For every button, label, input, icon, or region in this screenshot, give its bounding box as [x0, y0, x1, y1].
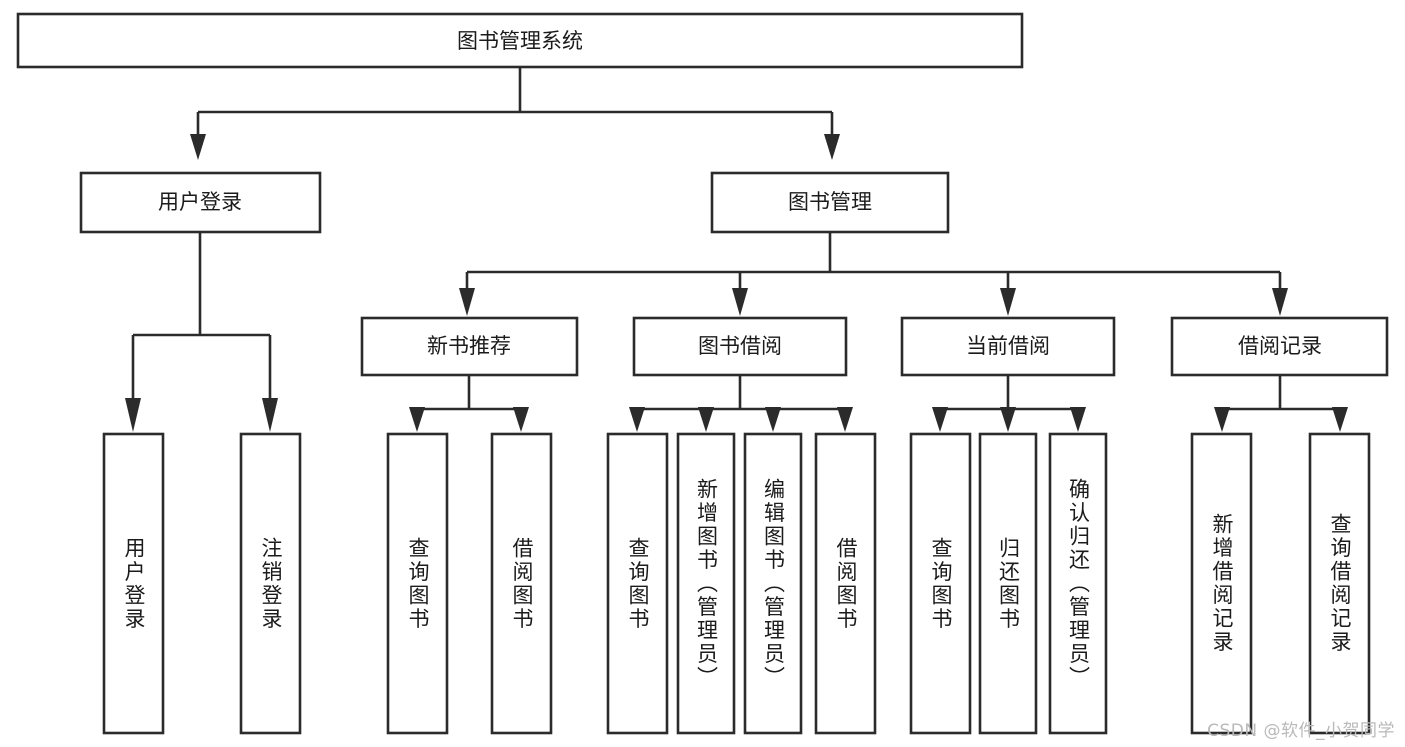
arrow-icon-leaf-user-login: [125, 398, 141, 432]
leaf-box-bookborrow-add[interactable]: [676, 432, 736, 735]
node-borrow-record[interactable]: 借阅记录: [1170, 316, 1389, 377]
node-user-login-box[interactable]: [79, 171, 322, 234]
leaf-box-record-query[interactable]: [1308, 432, 1371, 735]
node-current-borrow-box[interactable]: [900, 316, 1116, 377]
node-book-borrow-label: 图书借阅: [698, 334, 782, 358]
watermark-text: CSDN @软件_小贺同学: [1207, 721, 1395, 741]
leaf-box-currentborrow-return[interactable]: [978, 432, 1038, 735]
node-borrow-record-box[interactable]: [1170, 316, 1389, 377]
node-book-manage-label: 图书管理: [788, 190, 872, 214]
leaf-box-bookborrow-edit[interactable]: [743, 432, 803, 735]
leaf-boxes: [102, 432, 1371, 735]
connector-bookmanage-to-level2: [459, 232, 1288, 316]
leaf-box-user-login[interactable]: [102, 432, 165, 735]
connector-bookborrow-to-leaves: [629, 375, 853, 432]
node-book-manage-box[interactable]: [710, 171, 950, 234]
node-book-borrow-box[interactable]: [632, 316, 848, 377]
arrow-icon-bookborrow-leaf-1: [629, 407, 645, 432]
node-current-borrow[interactable]: 当前借阅: [900, 316, 1116, 377]
leaf-box-record-add[interactable]: [1190, 432, 1253, 735]
arrow-icon-newbook-leaf-2: [513, 407, 529, 432]
arrow-icon-bookborrow-leaf-4: [837, 407, 853, 432]
arrow-icon-to-new-book: [459, 288, 475, 316]
arrow-icon-currentborrow-leaf-1: [932, 407, 948, 432]
leaf-box-currentborrow-confirm[interactable]: [1048, 432, 1108, 735]
arrow-icon-bookborrow-leaf-2: [698, 407, 714, 432]
arrow-icon-borrowrecord-leaf-2: [1332, 407, 1348, 432]
leaf-box-bookborrow-borrow[interactable]: [814, 432, 877, 735]
leaf-box-logout[interactable]: [239, 432, 302, 735]
arrow-icon-borrowrecord-leaf-1: [1214, 407, 1230, 432]
node-book-borrow[interactable]: 图书借阅: [632, 316, 848, 377]
node-borrow-record-label: 借阅记录: [1238, 334, 1322, 358]
connector-currentborrow-to-leaves: [932, 375, 1086, 432]
arrow-icon-newbook-leaf-1: [409, 407, 425, 432]
node-root[interactable]: 图书管理系统: [16, 12, 1024, 69]
node-new-book-recommend-label: 新书推荐: [427, 334, 511, 358]
leaf-box-bookborrow-query[interactable]: [606, 432, 669, 735]
node-new-book-recommend[interactable]: 新书推荐: [360, 316, 579, 377]
node-book-manage[interactable]: 图书管理: [710, 171, 950, 234]
node-root-box[interactable]: [16, 12, 1024, 69]
arrow-icon-to-current-borrow: [1000, 288, 1016, 316]
connector-borrowrecord-to-leaves: [1214, 375, 1348, 432]
arrow-icon-to-book-manage: [824, 134, 840, 160]
arrow-icon-to-user-login: [190, 134, 206, 160]
leaf-box-newbook-borrow[interactable]: [490, 432, 553, 735]
node-user-login[interactable]: 用户登录: [79, 171, 322, 234]
arrow-icon-bookborrow-leaf-3: [765, 407, 781, 432]
node-user-login-label: 用户登录: [158, 190, 242, 214]
arrow-icon-currentborrow-leaf-2: [1000, 407, 1016, 432]
node-new-book-recommend-box[interactable]: [360, 316, 579, 377]
leaf-box-newbook-query[interactable]: [386, 432, 449, 735]
arrow-icon-leaf-logout: [262, 398, 278, 432]
connector-root-to-level1: [190, 67, 840, 160]
leaf-box-currentborrow-query[interactable]: [909, 432, 972, 735]
arrow-icon-to-book-borrow: [732, 288, 748, 316]
node-current-borrow-label: 当前借阅: [966, 334, 1050, 358]
node-root-label: 图书管理系统: [457, 29, 583, 53]
connector-newbook-to-leaves: [409, 375, 529, 432]
arrow-icon-currentborrow-leaf-3: [1070, 407, 1086, 432]
arrow-icon-to-borrow-record: [1272, 288, 1288, 316]
connector-userlogin-to-leaves: [125, 232, 278, 432]
